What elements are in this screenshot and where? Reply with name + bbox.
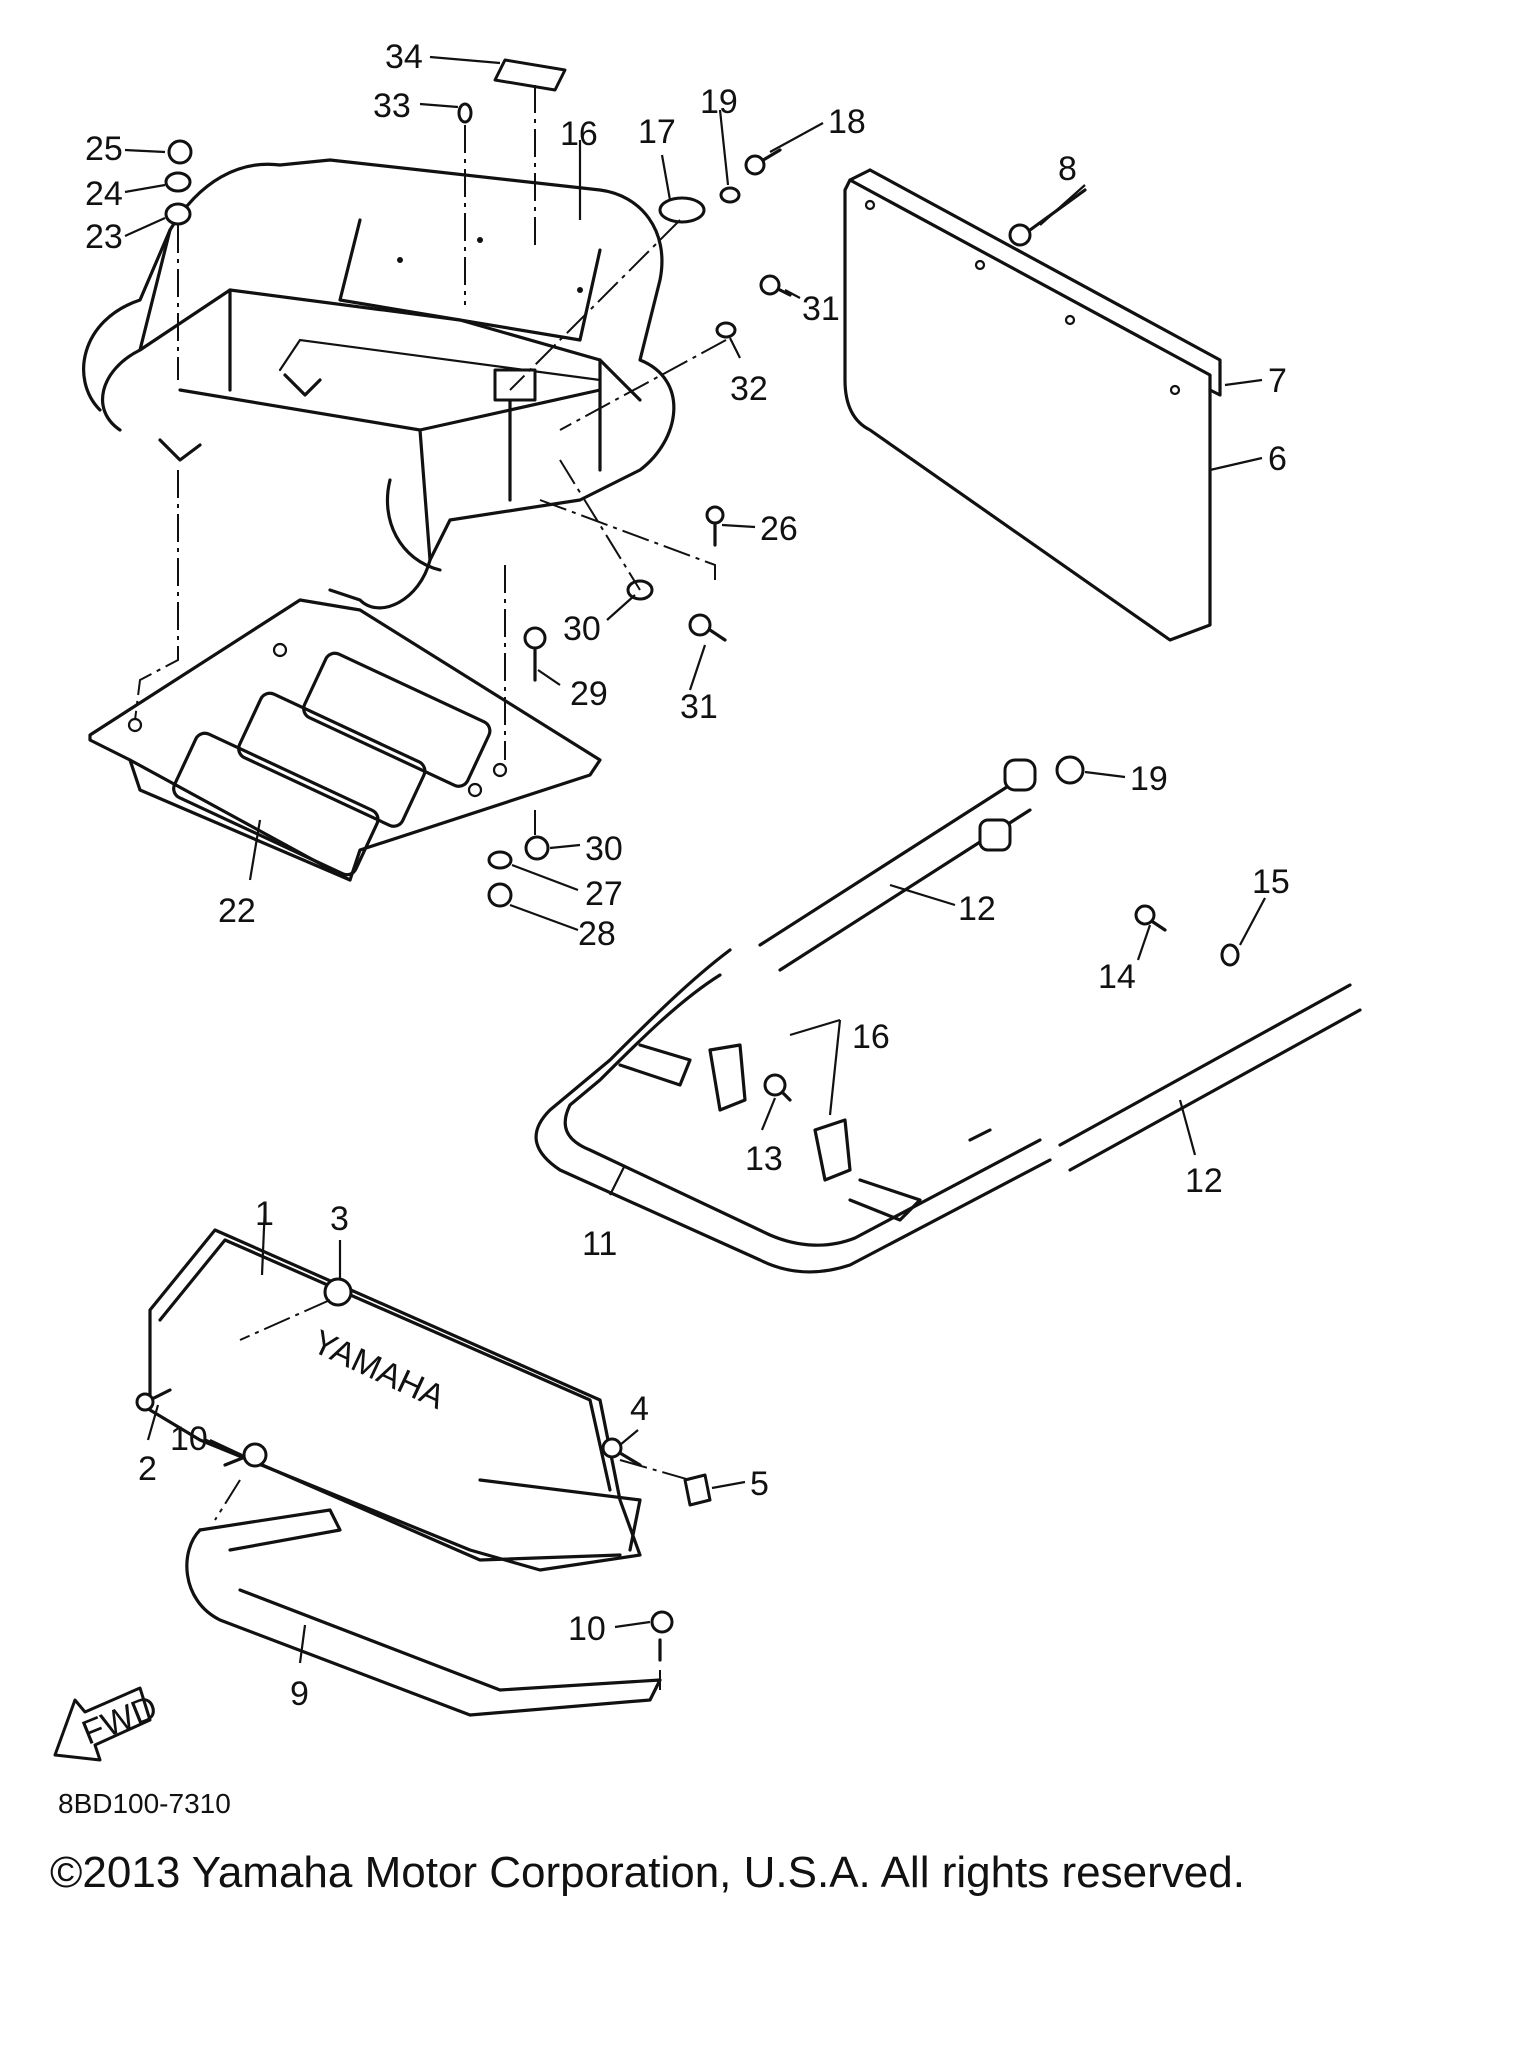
rear-basket [82,158,676,610]
callout-5: 5 [750,1465,769,1503]
front-bumper: YAMAHA [148,1228,642,1572]
callout-21: 19 [700,83,738,121]
fasteners [135,58,1240,1662]
fwd-arrow-icon: FWD [53,1686,163,1762]
callout-31: 31 [680,688,718,726]
callout-23: 23 [85,218,123,256]
callout-22: 22 [218,892,256,930]
callout-28: 28 [578,915,616,953]
callout-24: 24 [85,175,123,213]
callout-20: 18 [828,103,866,141]
callout-32: 30 [563,610,601,648]
callout-2: 2 [138,1450,157,1488]
brackets [708,1043,852,1182]
callout-4: 4 [630,1390,649,1428]
copyright-notice: ©2013 Yamaha Motor Corporation, U.S.A. A… [50,1848,1245,1897]
leader-lines [124,55,1266,1664]
callout-18: 16 [560,115,598,153]
callout-15: 15 [1252,863,1290,901]
callout-25: 25 [85,130,123,168]
callout-35: 33 [373,87,411,125]
callout-26: 26 [760,510,798,548]
callout-14: 14 [1098,958,1136,996]
callout-1: 1 [255,1195,274,1233]
callout-9: 9 [290,1675,309,1713]
callout-6: 6 [1268,440,1287,478]
callout-13: 13 [745,1140,783,1178]
bumper-logo-text: YAMAHA [307,1323,451,1417]
callout-19: 17 [638,113,676,151]
callout-10-bottom: 10 [568,1610,606,1648]
callout-12-top: 12 [958,890,996,928]
callout-17: 19 [1130,760,1168,798]
callout-12-bottom: 12 [1185,1162,1223,1200]
floor-plate [88,598,602,882]
assembly-lines [134,85,727,1690]
callout-34: 32 [730,370,768,408]
side-panel [843,168,1222,642]
callout-29: 29 [570,675,608,713]
callout-3: 3 [330,1200,349,1238]
diagram-code: 8BD100-7310 [58,1788,231,1819]
callout-8: 8 [1058,150,1077,188]
callout-11: 11 [582,1225,617,1263]
callout-16: 16 [852,1018,890,1056]
callout-36: 34 [385,38,423,76]
callout-numbers: 34 33 16 17 19 18 25 24 23 8 31 32 7 6 2… [85,38,1290,1713]
callout-7: 7 [1268,362,1287,400]
callout-10-top: 10 [170,1420,208,1458]
bar-frame [534,758,1362,1274]
callout-27: 27 [585,875,623,913]
callout-33: 31 [802,290,840,328]
bumper-bracket [185,1508,662,1717]
callout-30: 30 [585,830,623,868]
